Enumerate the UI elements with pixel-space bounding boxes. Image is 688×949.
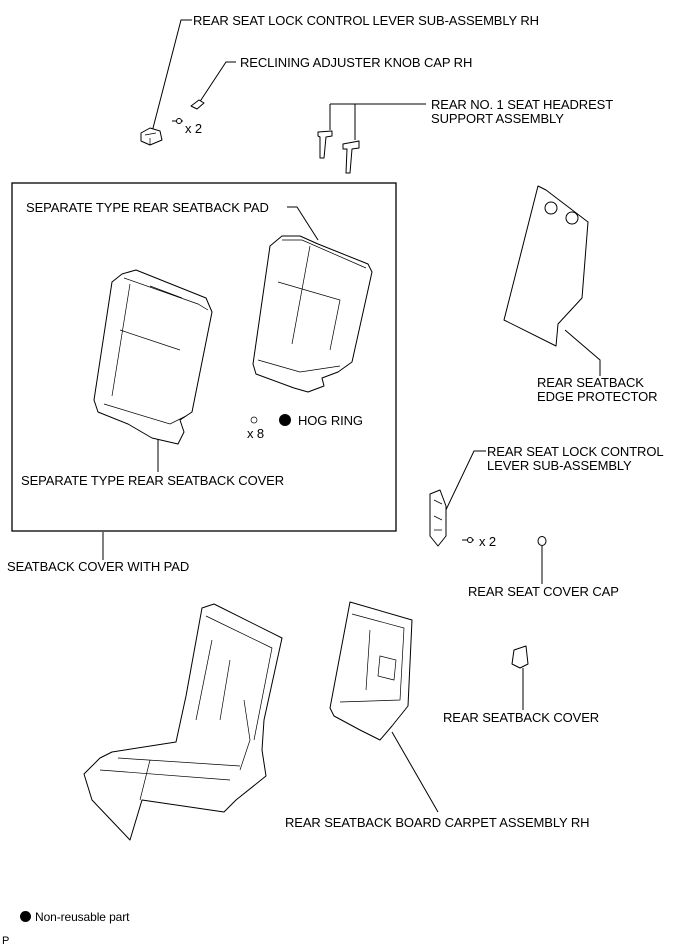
seatback-frame-part <box>83 603 283 841</box>
lock-control-lever-rh-label: REAR SEAT LOCK CONTROL LEVER SUB-ASSEMBL… <box>193 13 539 28</box>
seatback-cover-with-pad-label: SEATBACK COVER WITH PAD <box>7 559 190 574</box>
lock-control-lever-label-2: LEVER SUB-ASSEMBLY <box>487 458 632 473</box>
seatback-cover-part <box>93 269 213 445</box>
screw-mid-qty: x 2 <box>479 534 497 549</box>
lock-control-lever-part <box>429 489 447 547</box>
seat-cover-cap-part <box>537 536 547 546</box>
headrest-support-parts <box>317 130 360 174</box>
legend-non-reusable-icon <box>20 911 31 922</box>
headrest-support-label-1: REAR NO. 1 SEAT HEADREST <box>431 97 614 112</box>
board-carpet-part <box>329 601 413 741</box>
screw-top-qty: x 2 <box>185 121 203 136</box>
hog-ring-qty: x 8 <box>247 426 265 441</box>
edge-protector-label-1: REAR SEATBACK <box>537 375 644 390</box>
rear-seatback-cover-label: REAR SEATBACK COVER <box>443 710 600 725</box>
hog-ring-label: HOG RING <box>298 413 363 428</box>
seatback-cover-with-pad-box <box>11 182 397 532</box>
screw-mid-part <box>462 537 474 543</box>
hog-ring-part <box>250 416 258 424</box>
lock-control-lever-rh-part <box>140 127 163 146</box>
screw-top-part <box>172 118 183 124</box>
headrest-support-label-2: SUPPORT ASSEMBLY <box>431 111 564 126</box>
edge-protector-part <box>503 185 589 347</box>
seatback-pad-label: SEPARATE TYPE REAR SEATBACK PAD <box>26 200 269 215</box>
knob-cap-rh-label: RECLINING ADJUSTER KNOB CAP RH <box>240 55 473 70</box>
non-reusable-mark-icon <box>279 414 291 426</box>
seat-cover-cap-label: REAR SEAT COVER CAP <box>468 584 619 599</box>
lock-control-lever-label-1: REAR SEAT LOCK CONTROL <box>487 444 664 459</box>
edge-protector-label-2: EDGE PROTECTOR <box>537 389 658 404</box>
legend-non-reusable-label: Non-reusable part <box>35 910 130 924</box>
leader-lines <box>102 19 601 813</box>
seatback-cover-separate-label: SEPARATE TYPE REAR SEATBACK COVER <box>21 473 285 488</box>
seatback-pad-part <box>252 235 373 393</box>
rear-seatback-cover-part <box>511 645 529 669</box>
board-carpet-rh-label: REAR SEATBACK BOARD CARPET ASSEMBLY RH <box>285 815 590 830</box>
corner-code: P <box>2 935 10 947</box>
knob-cap-rh-part <box>190 99 205 110</box>
